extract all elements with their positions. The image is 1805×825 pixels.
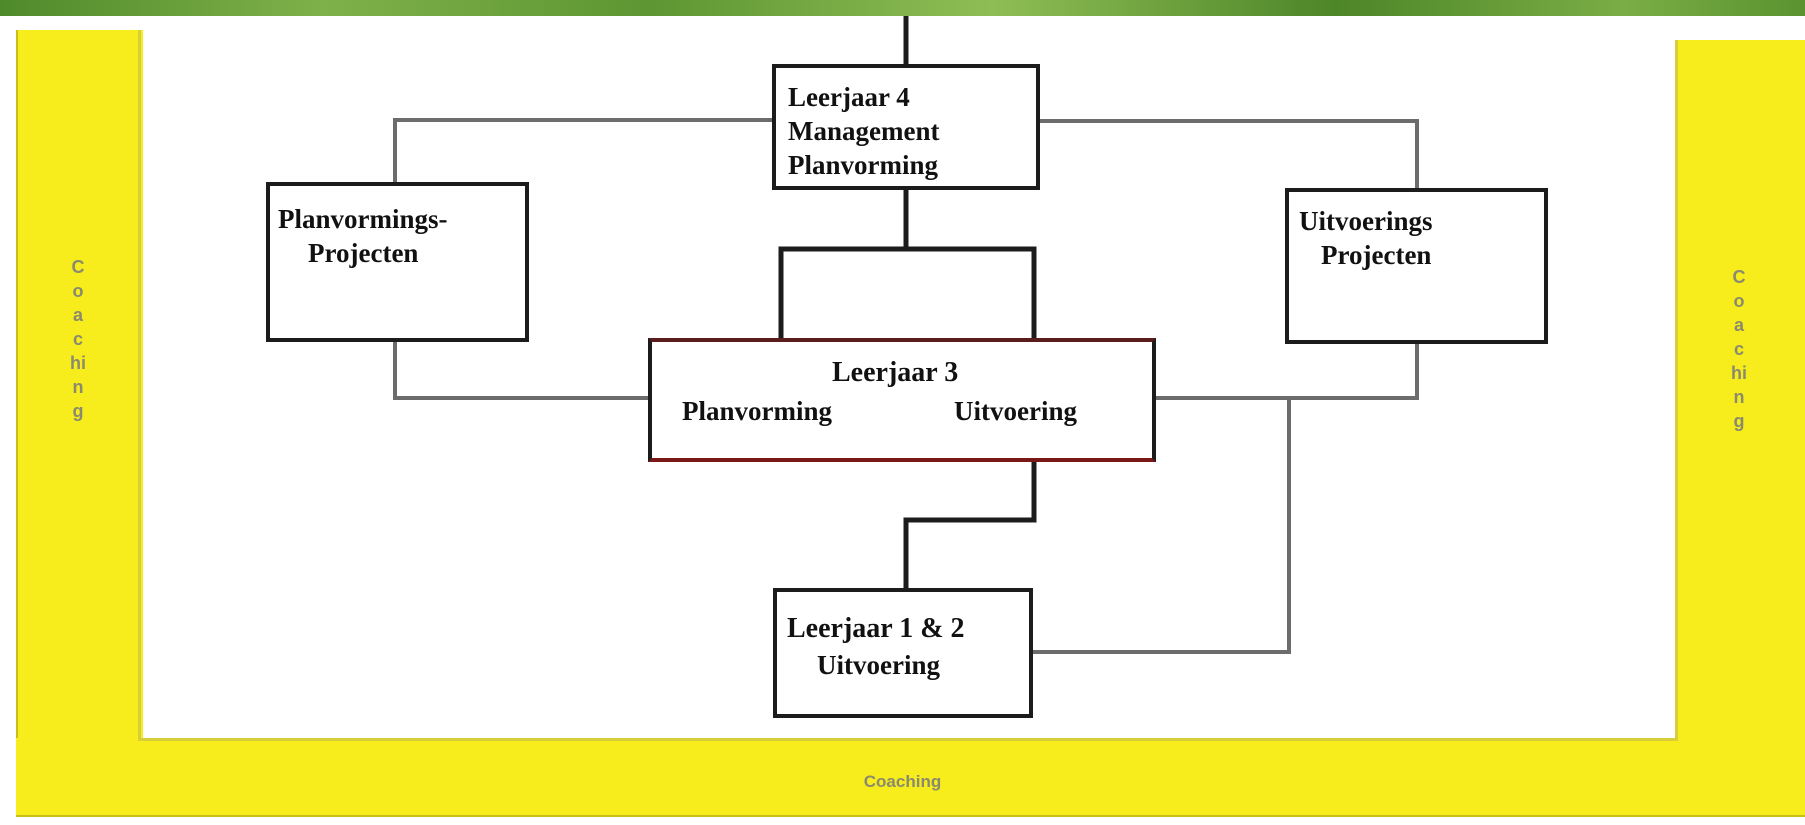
connector-l4-to-planvormings-projecten [393,118,772,182]
leerjaar-1-2-uitvoering: Uitvoering [817,650,940,680]
connector-uitvoerings-projecten-to-l3 [1156,344,1419,400]
coaching-frame-right [1675,40,1805,815]
coaching-frame-bottom [16,738,1805,817]
uitvoerings-projecten-box: Uitvoerings Projecten [1285,188,1548,344]
planvormings-projecten-line2: Projecten [308,238,419,268]
frame-inner-edge-left [138,30,141,740]
leerjaar-4-planvorming: Planvorming [788,150,939,180]
leerjaar-1-2-box: Leerjaar 1 & 2 Uitvoering [773,588,1033,718]
frame-inner-edge-bottom [138,738,1678,741]
connector-l4-to-l3-loop [778,246,1037,338]
uitvoerings-projecten-line2: Projecten [1321,240,1432,270]
leerjaar-3-box: Leerjaar 3 Planvorming Uitvoering [648,338,1156,462]
planvormings-projecten-box: Planvormings- Projecten [266,182,529,342]
connector-l12-to-uitvoerings-branch [1033,398,1291,654]
uitvoerings-projecten-line1: Uitvoerings [1299,206,1433,236]
leerjaar-4-box: Leerjaar 4 Management Planvorming [772,64,1040,190]
coaching-frame-left [16,30,143,815]
leerjaar-3-planvorming: Planvorming [682,396,833,426]
coaching-label-right: Coaching [1731,267,1747,431]
leerjaar-4-management: Management [788,116,940,146]
coaching-label-bottom: Coaching [863,772,942,791]
planvormings-projecten-line1: Planvormings- [278,204,448,234]
coaching-label-left: Coaching [70,257,86,421]
leerjaar-4-title: Leerjaar 4 [788,82,910,112]
leerjaar-1-2-title: Leerjaar 1 & 2 [787,613,965,644]
leerjaar-3-uitvoering: Uitvoering [954,396,1077,426]
connector-planvormings-projecten-to-l3 [393,342,648,400]
top-banner [0,0,1805,16]
connector-l4-to-uitvoerings-projecten [1040,119,1419,188]
leerjaar-3-title: Leerjaar 3 [832,357,959,388]
connector-l3-to-l12 [903,462,1037,588]
frame-inner-edge-right [1675,40,1678,740]
